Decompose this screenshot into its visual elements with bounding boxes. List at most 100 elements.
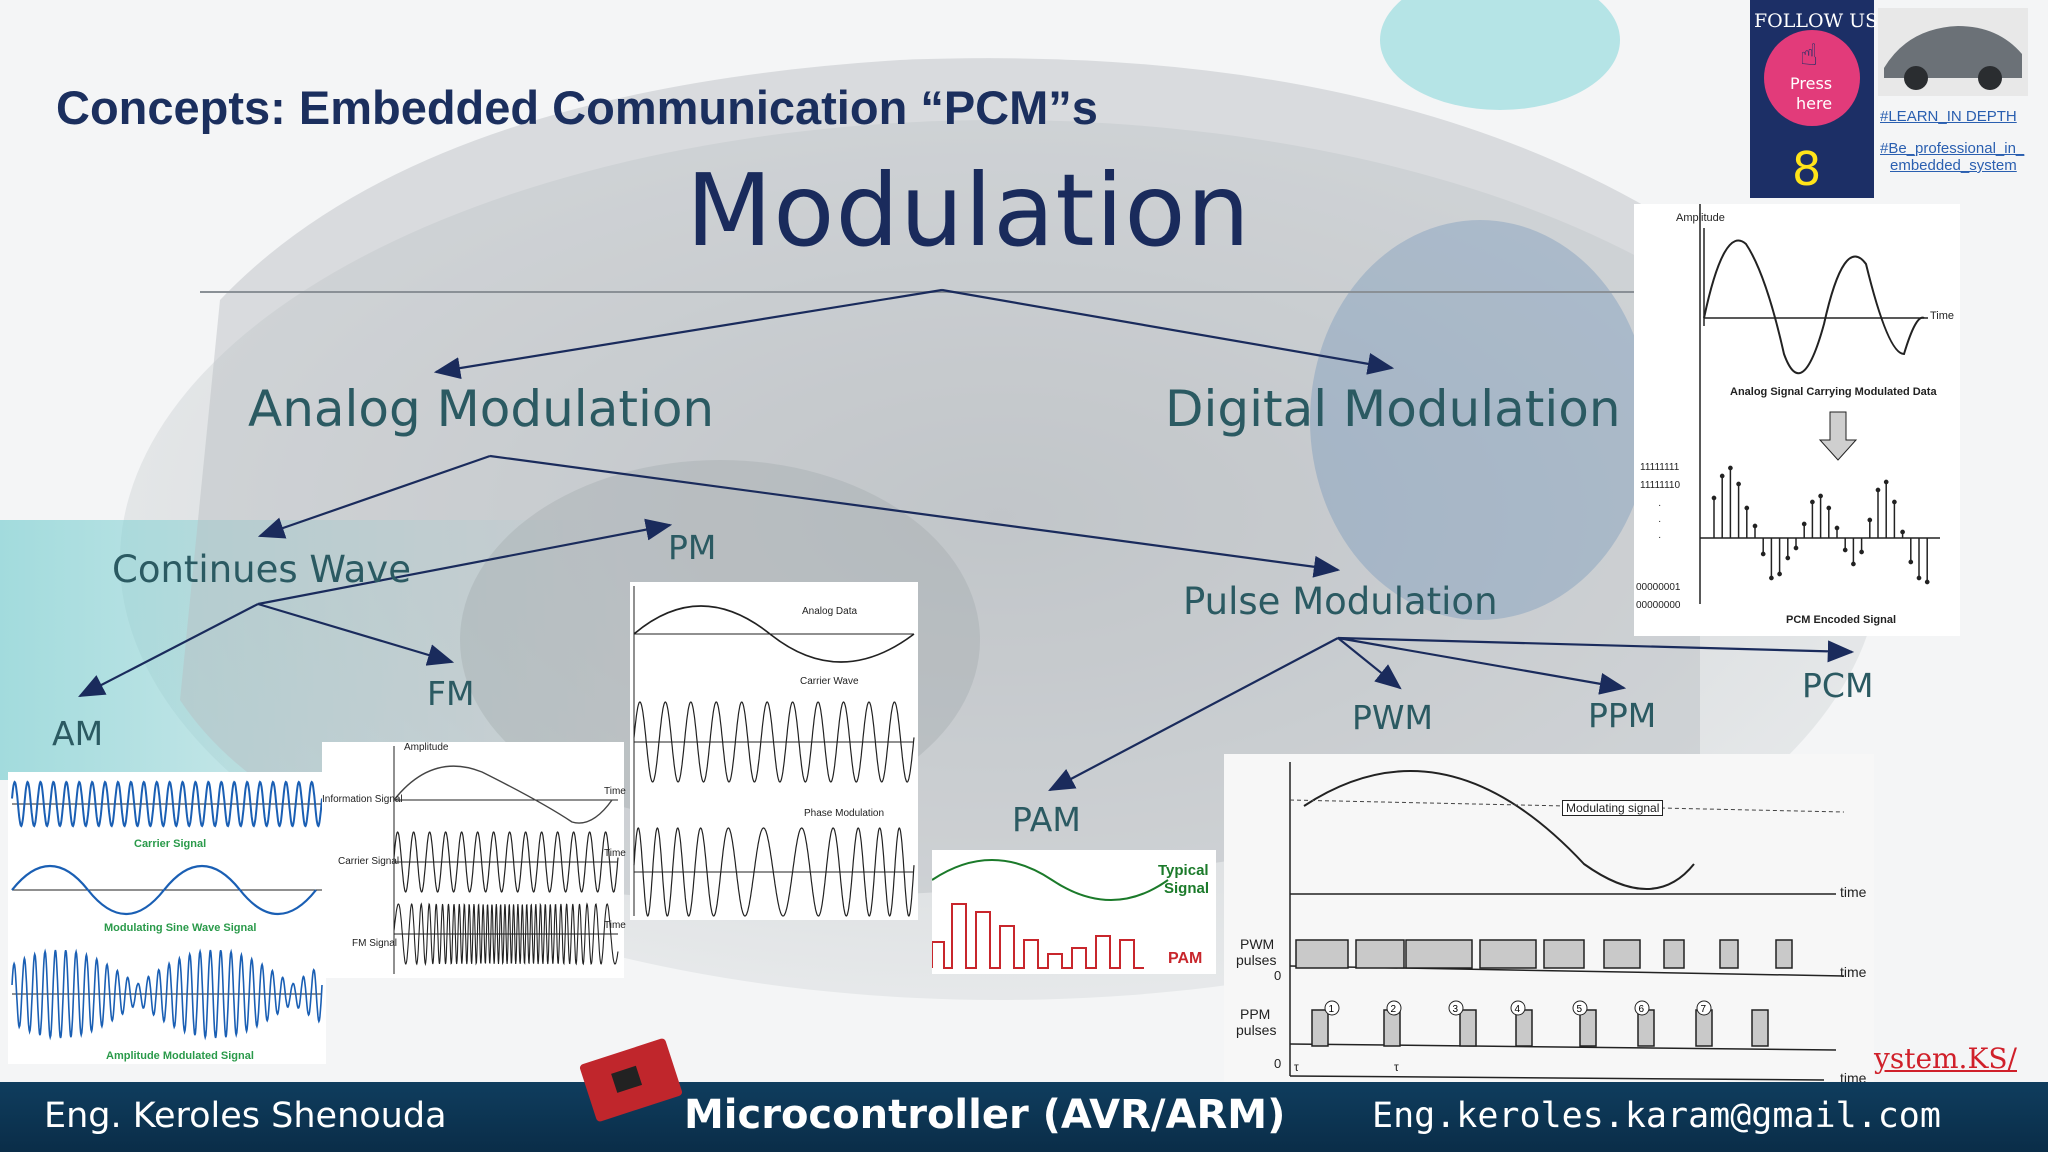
press-here-button[interactable] xyxy=(1764,30,1860,126)
footer-email: Eng.keroles.karam@gmail.com xyxy=(1372,1096,1941,1136)
pm-analog-label: Analog Data xyxy=(802,606,858,617)
am-diagram: Carrier Signal Modulating Sine Wave Sign… xyxy=(8,772,326,1064)
pcm-stem-dot xyxy=(1711,495,1717,501)
pwm-label: PWM xyxy=(1352,698,1434,737)
ppm-index-label: 5 xyxy=(1577,1004,1583,1015)
pcm-encoded-caption: PCM Encoded Signal xyxy=(1786,614,1897,626)
am-modulating-caption: Modulating Sine Wave Signal xyxy=(104,922,257,934)
pm-label: PM xyxy=(668,528,717,567)
be-professional-link[interactable]: #Be_professional_in_ xyxy=(1880,140,2025,157)
pcm-dots-2: · xyxy=(1658,516,1662,527)
time-label-1: time xyxy=(1840,884,1867,900)
press-label: Press xyxy=(1790,74,1833,93)
pcm-stem-dot xyxy=(1826,505,1832,511)
ppm-pulse xyxy=(1579,1009,1597,1047)
page-title: Concepts: Embedded Communication “PCM”s xyxy=(56,81,1098,134)
pcm-stem-dot xyxy=(1867,517,1873,523)
pointer-hand-icon: ☝ xyxy=(1800,38,1819,73)
pcm-amplitude-label: Amplitude xyxy=(1676,212,1725,224)
pm-diagram: Analog Data Carrier Wave Phase Modulatio… xyxy=(630,582,918,920)
fm-waveforms xyxy=(393,746,619,974)
pam-typical-label-1: Typical xyxy=(1158,862,1209,879)
ppm-index-label: 4 xyxy=(1515,1004,1521,1015)
zero-label-1: 0 xyxy=(1274,968,1282,983)
ppm-index-circle xyxy=(1386,1000,1402,1016)
analog-modulation-label: Analog Modulation xyxy=(248,380,715,438)
pwm-pulses-label-2: pulses xyxy=(1236,952,1277,968)
ppm-pulse xyxy=(1459,1009,1477,1047)
learn-in-depth-link[interactable]: #LEARN_IN DEPTH xyxy=(1880,108,2017,125)
follow-number: 8 xyxy=(1792,142,1822,196)
pam-typical-label-2: Signal xyxy=(1164,880,1210,897)
ppm-pulse xyxy=(1637,1009,1655,1047)
pcm-stem-dot xyxy=(1818,493,1823,499)
footer-course: Microcontroller (AVR/ARM) xyxy=(684,1092,1286,1138)
zero-label-2: 0 xyxy=(1274,1056,1282,1071)
pcm-stem-dot xyxy=(1793,545,1799,551)
ppm-index-circle xyxy=(1510,1000,1526,1016)
ppm-index-circle xyxy=(1572,1000,1588,1016)
pcm-stem-dot xyxy=(1842,547,1848,553)
car-thumbnail-icon xyxy=(1884,26,2022,90)
here-label: here xyxy=(1796,94,1833,113)
pcm-stem-dot xyxy=(1801,521,1807,527)
am-signal-caption: Amplitude Modulated Signal xyxy=(106,1050,254,1062)
pcm-stem-dot xyxy=(1744,505,1750,511)
pcm-stem-dot xyxy=(1785,555,1791,561)
pcm-label: PCM xyxy=(1802,666,1874,705)
pam-waveforms xyxy=(931,859,1169,969)
embedded-system-link[interactable]: embedded_system xyxy=(1890,157,2017,174)
pwm-pulse xyxy=(1295,939,1349,969)
tau-label-2: τ xyxy=(1394,1060,1399,1074)
pcm-dots-3: · xyxy=(1658,532,1662,543)
pwm-pulse xyxy=(1719,939,1739,969)
follow-us-label: FOLLOW US xyxy=(1754,10,1879,32)
pcm-waveforms xyxy=(1699,204,1940,604)
board-icon xyxy=(579,1038,683,1122)
pm-phase-label: Phase Modulation xyxy=(804,808,885,819)
pcm-stem-dot xyxy=(1875,487,1881,493)
pcm-diagram: Amplitude Time Analog Signal Carrying Mo… xyxy=(1634,204,1960,636)
tau-label-1: τ xyxy=(1294,1060,1299,1074)
pwm-pulse xyxy=(1775,939,1793,969)
pwm-pulses-label-1: PWM xyxy=(1240,936,1275,952)
pcm-stem-dot xyxy=(1736,481,1741,487)
pcm-stem-dot xyxy=(1859,549,1864,555)
main-heading: Modulation xyxy=(686,152,1251,269)
ppm-index-circle xyxy=(1324,1000,1340,1016)
pcm-stem-dot xyxy=(1892,499,1897,505)
fm-diagram: Amplitude Information Signal Carrier Sig… xyxy=(322,742,626,978)
pam-diagram: Typical Signal PAM xyxy=(931,850,1216,974)
ppm-pulse xyxy=(1751,1009,1769,1047)
am-carrier-caption: Carrier Signal xyxy=(134,838,207,850)
pcm-code-lo-1: 00000001 xyxy=(1636,582,1681,593)
pm-carrier-label: Carrier Wave xyxy=(800,676,859,687)
pcm-stem-dot xyxy=(1834,525,1840,531)
pcm-stem-dot xyxy=(1810,499,1815,505)
pcm-dots-1: · xyxy=(1658,500,1662,511)
url-fragment-link[interactable]: ystem.KS/ xyxy=(1874,1042,2017,1075)
pcm-stem-dot xyxy=(1924,579,1930,585)
car-thumbnail-image xyxy=(1878,8,2028,96)
pcm-stem-dot xyxy=(1728,465,1733,471)
pcm-stem-dot xyxy=(1908,559,1914,565)
follow-us-badge[interactable]: FOLLOW US ☝ Press here 8 xyxy=(1750,0,1878,198)
pam-label: PAM xyxy=(1012,800,1081,839)
pwm-pulse xyxy=(1479,939,1537,969)
ppm-index-circle xyxy=(1696,1000,1712,1016)
footer-author: Eng. Keroles Shenouda xyxy=(44,1096,447,1136)
time-label-2: time xyxy=(1840,964,1867,980)
pulse-modulation-label: Pulse Modulation xyxy=(1183,580,1498,623)
fm-time-label-2: Time xyxy=(604,848,626,859)
fm-time-label-3: Time xyxy=(604,920,626,931)
ppm-index-label: 1 xyxy=(1329,1004,1335,1015)
pcm-code-lo-2: 00000000 xyxy=(1636,600,1681,611)
fm-time-label-1: Time xyxy=(604,786,626,797)
ppm-index-label: 6 xyxy=(1639,1004,1645,1015)
pcm-time-label: Time xyxy=(1930,310,1955,322)
pcm-stem-dot xyxy=(1769,575,1774,581)
ppm-index-circle xyxy=(1448,1000,1464,1016)
microcontroller-board-image xyxy=(576,1030,686,1122)
